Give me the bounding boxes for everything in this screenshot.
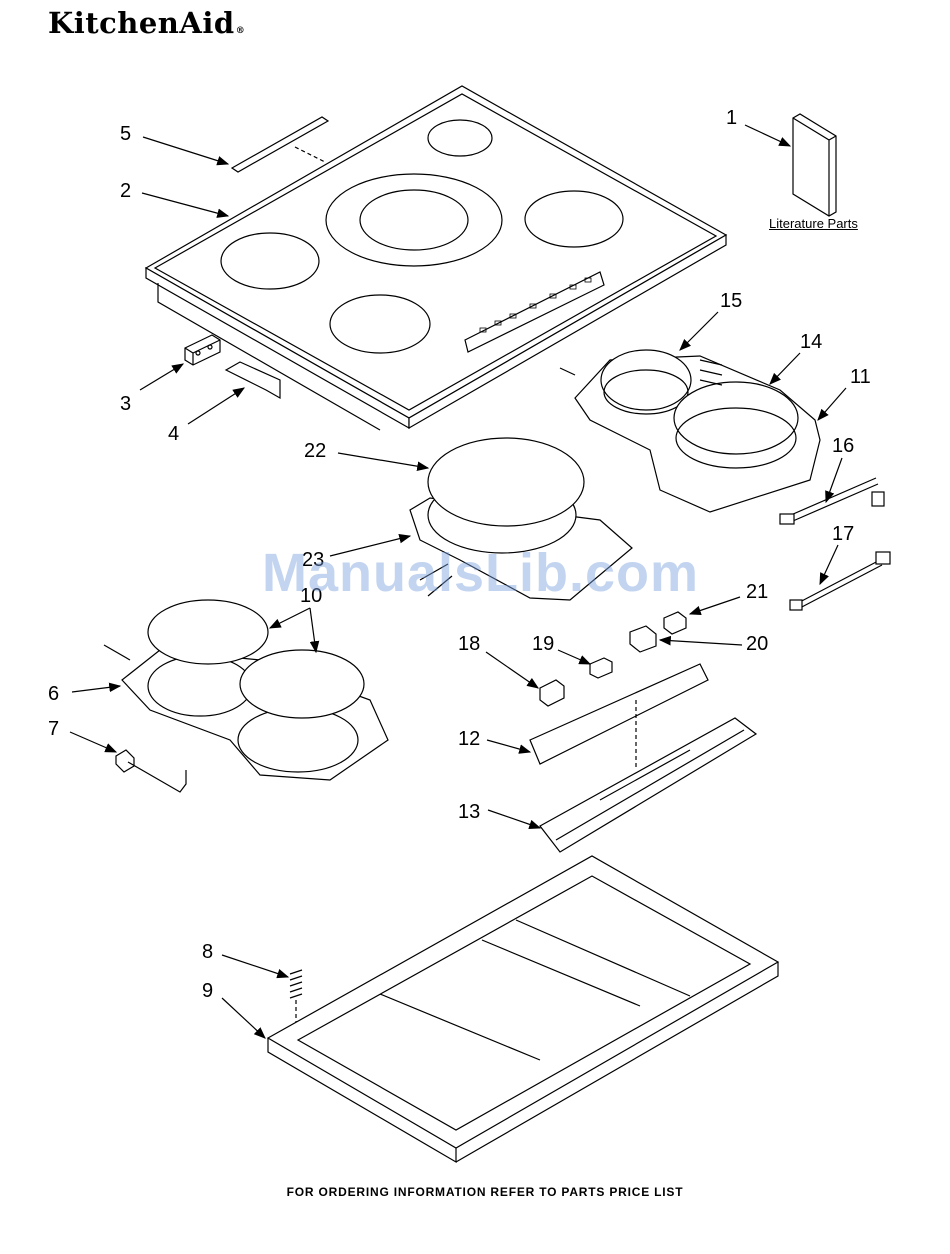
right-element-tray	[560, 350, 820, 512]
knob-21	[664, 612, 686, 634]
watermark: ManualsLib.com	[262, 542, 699, 604]
callout-16: 16	[832, 435, 854, 457]
callout-1: 1	[726, 107, 737, 129]
base-frame	[268, 856, 778, 1162]
callout-22: 22	[304, 440, 326, 462]
callout-18: 18	[458, 633, 480, 655]
bracket-clip	[185, 335, 220, 365]
wire-harness-17	[790, 552, 890, 610]
callout-9: 9	[202, 980, 213, 1002]
trim-strip	[232, 117, 328, 172]
callout-12: 12	[458, 728, 480, 750]
knob-18	[540, 680, 564, 706]
callout-4: 4	[168, 423, 179, 445]
callout-6: 6	[48, 683, 59, 705]
callout-20: 20	[746, 633, 768, 655]
callout-15: 15	[720, 290, 742, 312]
callout-2: 2	[120, 180, 131, 202]
literature-booklet	[793, 114, 836, 216]
callout-14: 14	[800, 331, 822, 353]
callout-3: 3	[120, 393, 131, 415]
ordering-footer: FOR ORDERING INFORMATION REFER TO PARTS …	[0, 1185, 950, 1199]
callout-19: 19	[532, 633, 554, 655]
callout-7: 7	[48, 718, 59, 740]
literature-parts-label: Literature Parts	[769, 216, 858, 231]
knob-19	[590, 658, 612, 678]
callout-21: 21	[746, 581, 768, 603]
callout-5: 5	[120, 123, 131, 145]
power-harness	[116, 750, 186, 792]
callout-11: 11	[850, 366, 871, 388]
callout-13: 13	[458, 801, 480, 823]
knob-20	[630, 626, 656, 652]
left-element-tray	[104, 600, 388, 780]
callout-17: 17	[832, 523, 854, 545]
callout-8: 8	[202, 941, 213, 963]
